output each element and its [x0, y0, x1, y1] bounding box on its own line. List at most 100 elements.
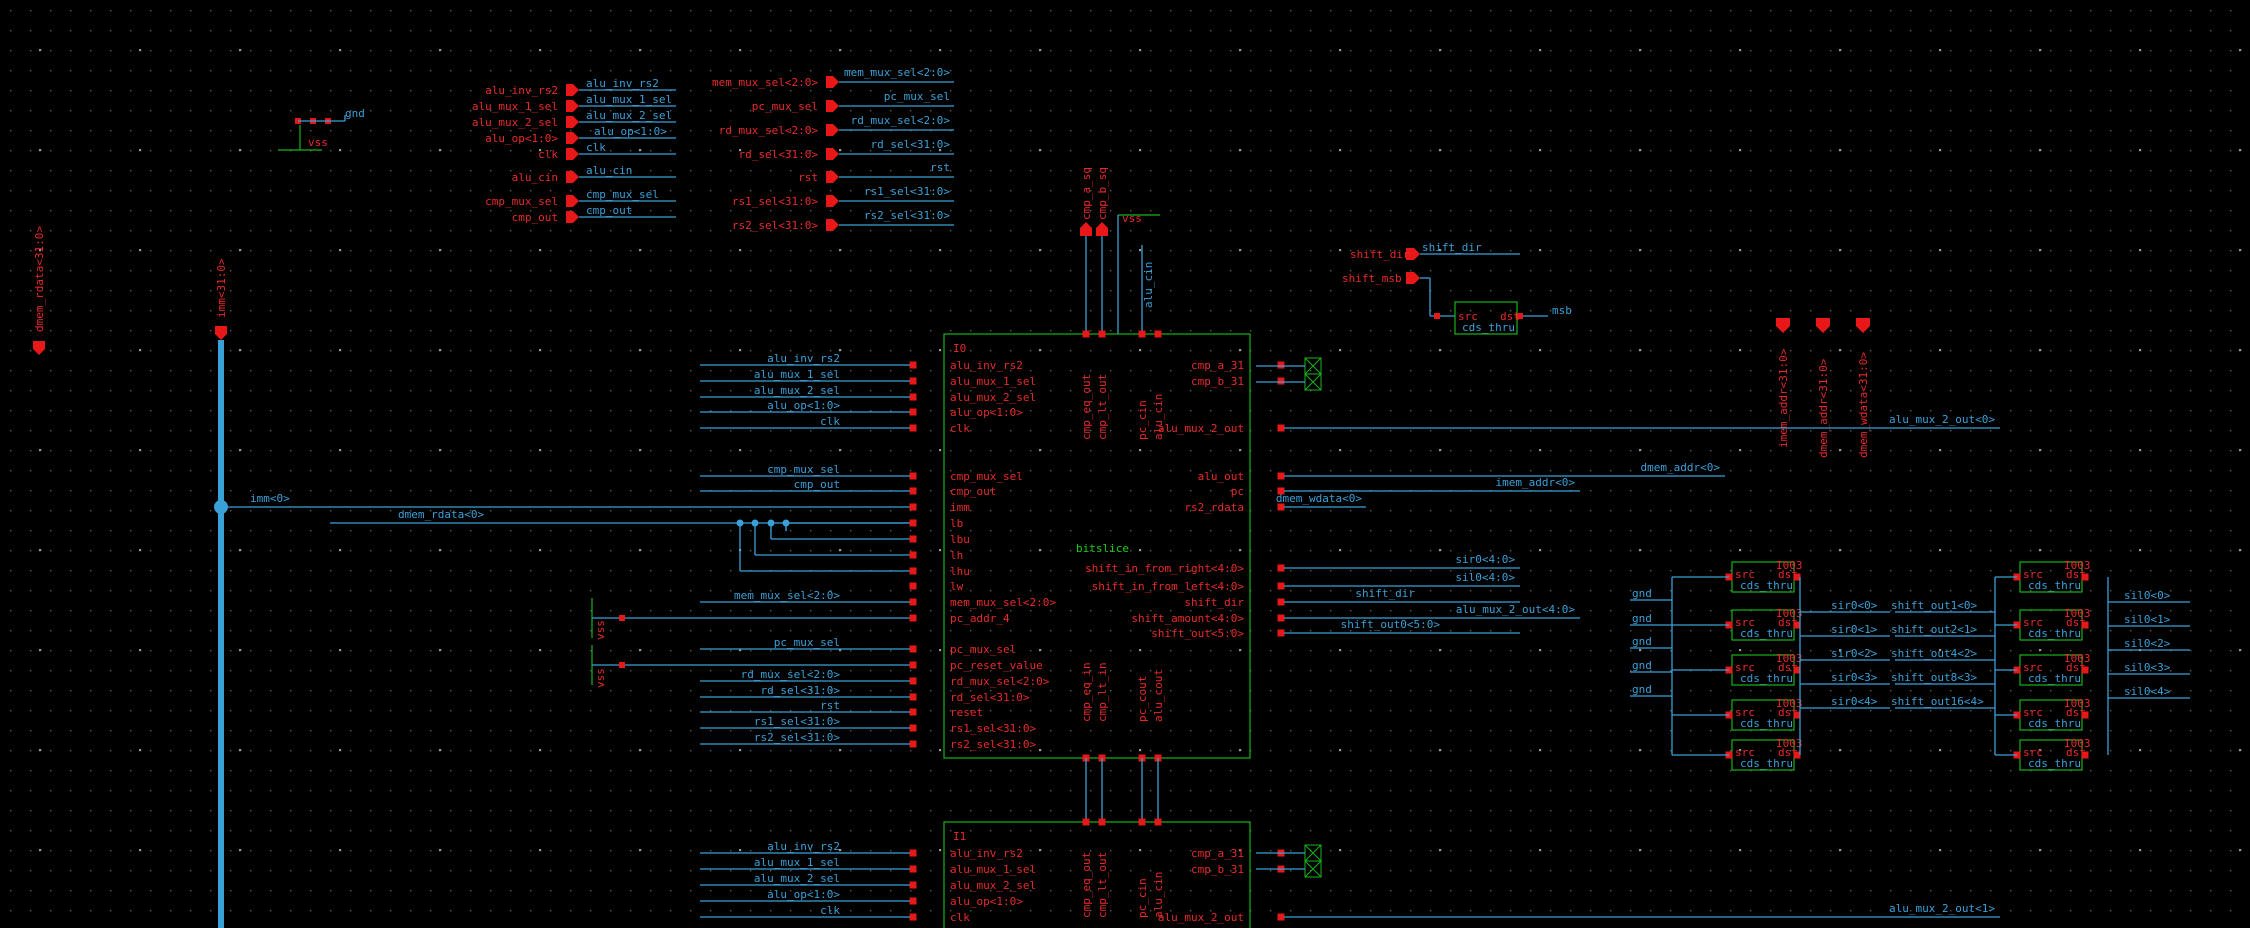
b0-port-l-13: mem_mux_sel<2:0> — [950, 596, 1056, 609]
pin-m-5 — [826, 195, 839, 207]
b0-port-r-6: shift_in_from_right<4:0> — [1085, 562, 1244, 575]
msb-label: msb — [1552, 304, 1572, 317]
b0-wire-label-r-2: imem_addr<0> — [1496, 476, 1576, 489]
b0-pin-r-10 — [1277, 629, 1285, 637]
b0-pin-l-0 — [909, 361, 917, 369]
b0-wire-label-l-0: alu_inv_rs2 — [767, 352, 840, 365]
cds-src-b-0: src — [2023, 568, 2043, 581]
wire-label-m-5: rs1_sel<31:0> — [864, 185, 950, 198]
b0-pin-l-8 — [909, 519, 917, 527]
b0-pin-r-0 — [1277, 361, 1285, 369]
pin-label-l-1: alu_mux_1_sel — [472, 100, 558, 113]
b0-port-l-7: imm — [950, 501, 970, 514]
cmp-terminators-1 — [1256, 844, 1322, 878]
imm-bus-label: imm<31:0> — [215, 258, 228, 318]
svg-text:src: src — [1458, 310, 1478, 323]
so-label-0: shift_out1<0> — [1891, 599, 1977, 612]
top-mid-input-pins: mem_mux_sel<2:0>mem_mux_sel<2:0>pc_mux_s… — [712, 66, 954, 232]
b0-pin-t-3 — [1154, 330, 1162, 338]
b0-pin-l-1 — [909, 377, 917, 385]
b0-wire-label-l-19: rst — [820, 699, 840, 712]
cds-src-a-1: src — [1735, 616, 1755, 629]
b0-port-r-7: shift_in_from_left<4:0> — [1092, 580, 1245, 593]
cds-dst-b-1: dst — [2066, 616, 2086, 629]
cds-pin-d-b-4 — [2081, 751, 2089, 759]
cds-inst-a-2: I003 — [1776, 652, 1803, 665]
b0-pin-r-8 — [1277, 598, 1285, 606]
so-label-4: shift_out16<4> — [1891, 695, 1984, 708]
bitslice-block-0[interactable]: I0 bitslice alu_inv_rs2alu_inv_rs2alu_mu… — [700, 330, 2000, 762]
b1-wire-label-l-4: clk — [820, 904, 840, 917]
b0-port-r-8: shift_dir — [1184, 596, 1244, 609]
cmp-b-sq-label: cmp_b_sq — [1096, 167, 1109, 220]
b0-port-l-14: pc_addr_4 — [950, 612, 1010, 625]
b0-pin-l-20 — [909, 724, 917, 732]
b0-port-l-19: reset — [950, 706, 983, 719]
bitslice-block-1[interactable]: I1 alu_inv_rs2alu_inv_rs2alu_mux_1_selal… — [700, 818, 2000, 928]
b0-port-r-1: cmp_b_31 — [1191, 375, 1244, 388]
b0-pin-l-3 — [909, 408, 917, 416]
cds-name-b-0: cds_thru — [2028, 579, 2081, 592]
pin-label-m-2: rd_mux_sel<2:0> — [719, 124, 819, 137]
imem-addr-pin-label: imem_addr<31:0> — [1777, 348, 1790, 448]
b0-wire-label-l-1: alu_mux_1_sel — [754, 368, 840, 381]
cds-name-a-0: cds_thru — [1740, 579, 1793, 592]
cds-name-b-1: cds_thru — [2028, 627, 2081, 640]
b1-port-t-2: pc_cin — [1136, 878, 1149, 918]
cds-src-a-3: src — [1735, 706, 1755, 719]
b0-wire-label-l-5: cmp_mux_sel — [767, 463, 840, 476]
b1-port-t-1: cmp_lt_out — [1096, 852, 1109, 918]
wire-label-m-6: rs2_sel<31:0> — [864, 209, 950, 222]
sil-label-4: sil0<4> — [2124, 685, 2171, 698]
cds-src-b-3: src — [2023, 706, 2043, 719]
b0-pin-t-1 — [1098, 330, 1106, 338]
sir-label-4: sir0<4> — [1831, 695, 1878, 708]
wire-label-l-5: alu_cin — [586, 164, 632, 177]
pin-label-l-4: clk — [538, 148, 558, 161]
b0-wire-label-r-6: shift_dir — [1355, 587, 1415, 600]
wire-label-m-1: pc_mux_sel — [884, 90, 950, 103]
b1-wire-label-l-0: alu_inv_rs2 — [767, 840, 840, 853]
pin-label-m-5: rs1_sel<31:0> — [732, 195, 818, 208]
b0-port-l-8: lb — [950, 517, 963, 530]
cds-src-b-4: src — [2023, 746, 2043, 759]
cds-dst-a-1: dst — [1778, 616, 1798, 629]
cds-pin-d-a-2 — [1793, 666, 1801, 674]
cds-dst-a-0: dst — [1778, 568, 1798, 581]
pin-m-2 — [826, 124, 839, 136]
shift-msb-pin-label: shift_msb — [1342, 272, 1402, 285]
cds-src-a-2: src — [1735, 661, 1755, 674]
vss-label: vss — [308, 136, 328, 149]
b0-port-r-4: pc — [1231, 485, 1244, 498]
shift-dir-msb: shift_dir shift_msb shift_dir src dst cd… — [1342, 241, 1572, 335]
b0-wire-label-l-20: rs1_sel<31:0> — [754, 715, 840, 728]
vss-taps: vss vss — [591, 598, 910, 688]
b0-pin-l-4 — [909, 424, 917, 432]
cmp-terminators-0 — [1256, 357, 1322, 391]
b0-wire-label-r-3: dmem_wdata<0> — [1276, 492, 1362, 505]
b1-port-l-4: clk — [950, 911, 970, 924]
b0-pin-l-19 — [909, 708, 917, 716]
vss-top-label: vss — [1122, 212, 1142, 225]
cds-name-b-3: cds_thru — [2028, 717, 2081, 730]
b0-pin-l-13 — [909, 598, 917, 606]
b0-port-l-16: pc_reset_value — [950, 659, 1043, 672]
b0-wire-label-l-15: pc_mux_sel — [774, 636, 840, 649]
b0-port-l-3: alu_op<1:0> — [950, 406, 1023, 419]
b0-pin-l-2 — [909, 393, 917, 401]
cds-dst-b-0: dst — [2066, 568, 2086, 581]
b0-port-b-0: cmp_eq_in — [1080, 662, 1093, 722]
pin-label-m-0: mem_mux_sel<2:0> — [712, 76, 818, 89]
gnd-vss-cell: vss gnd — [278, 107, 365, 151]
b0-wire-label-l-18: rd_sel<31:0> — [761, 684, 841, 697]
gnd-label-1: gnd — [1632, 612, 1652, 625]
cds-pin-d-a-1 — [1793, 621, 1801, 629]
b0-port-t-0: cmp_eq_out — [1080, 374, 1093, 440]
sir-label-3: sir0<3> — [1831, 671, 1878, 684]
b0-wire-label-r-1: dmem_addr<0> — [1641, 461, 1721, 474]
pin-m-6 — [826, 219, 839, 231]
b0-port-l-18: rd_sel<31:0> — [950, 691, 1030, 704]
pin-label-m-4: rst — [798, 171, 818, 184]
